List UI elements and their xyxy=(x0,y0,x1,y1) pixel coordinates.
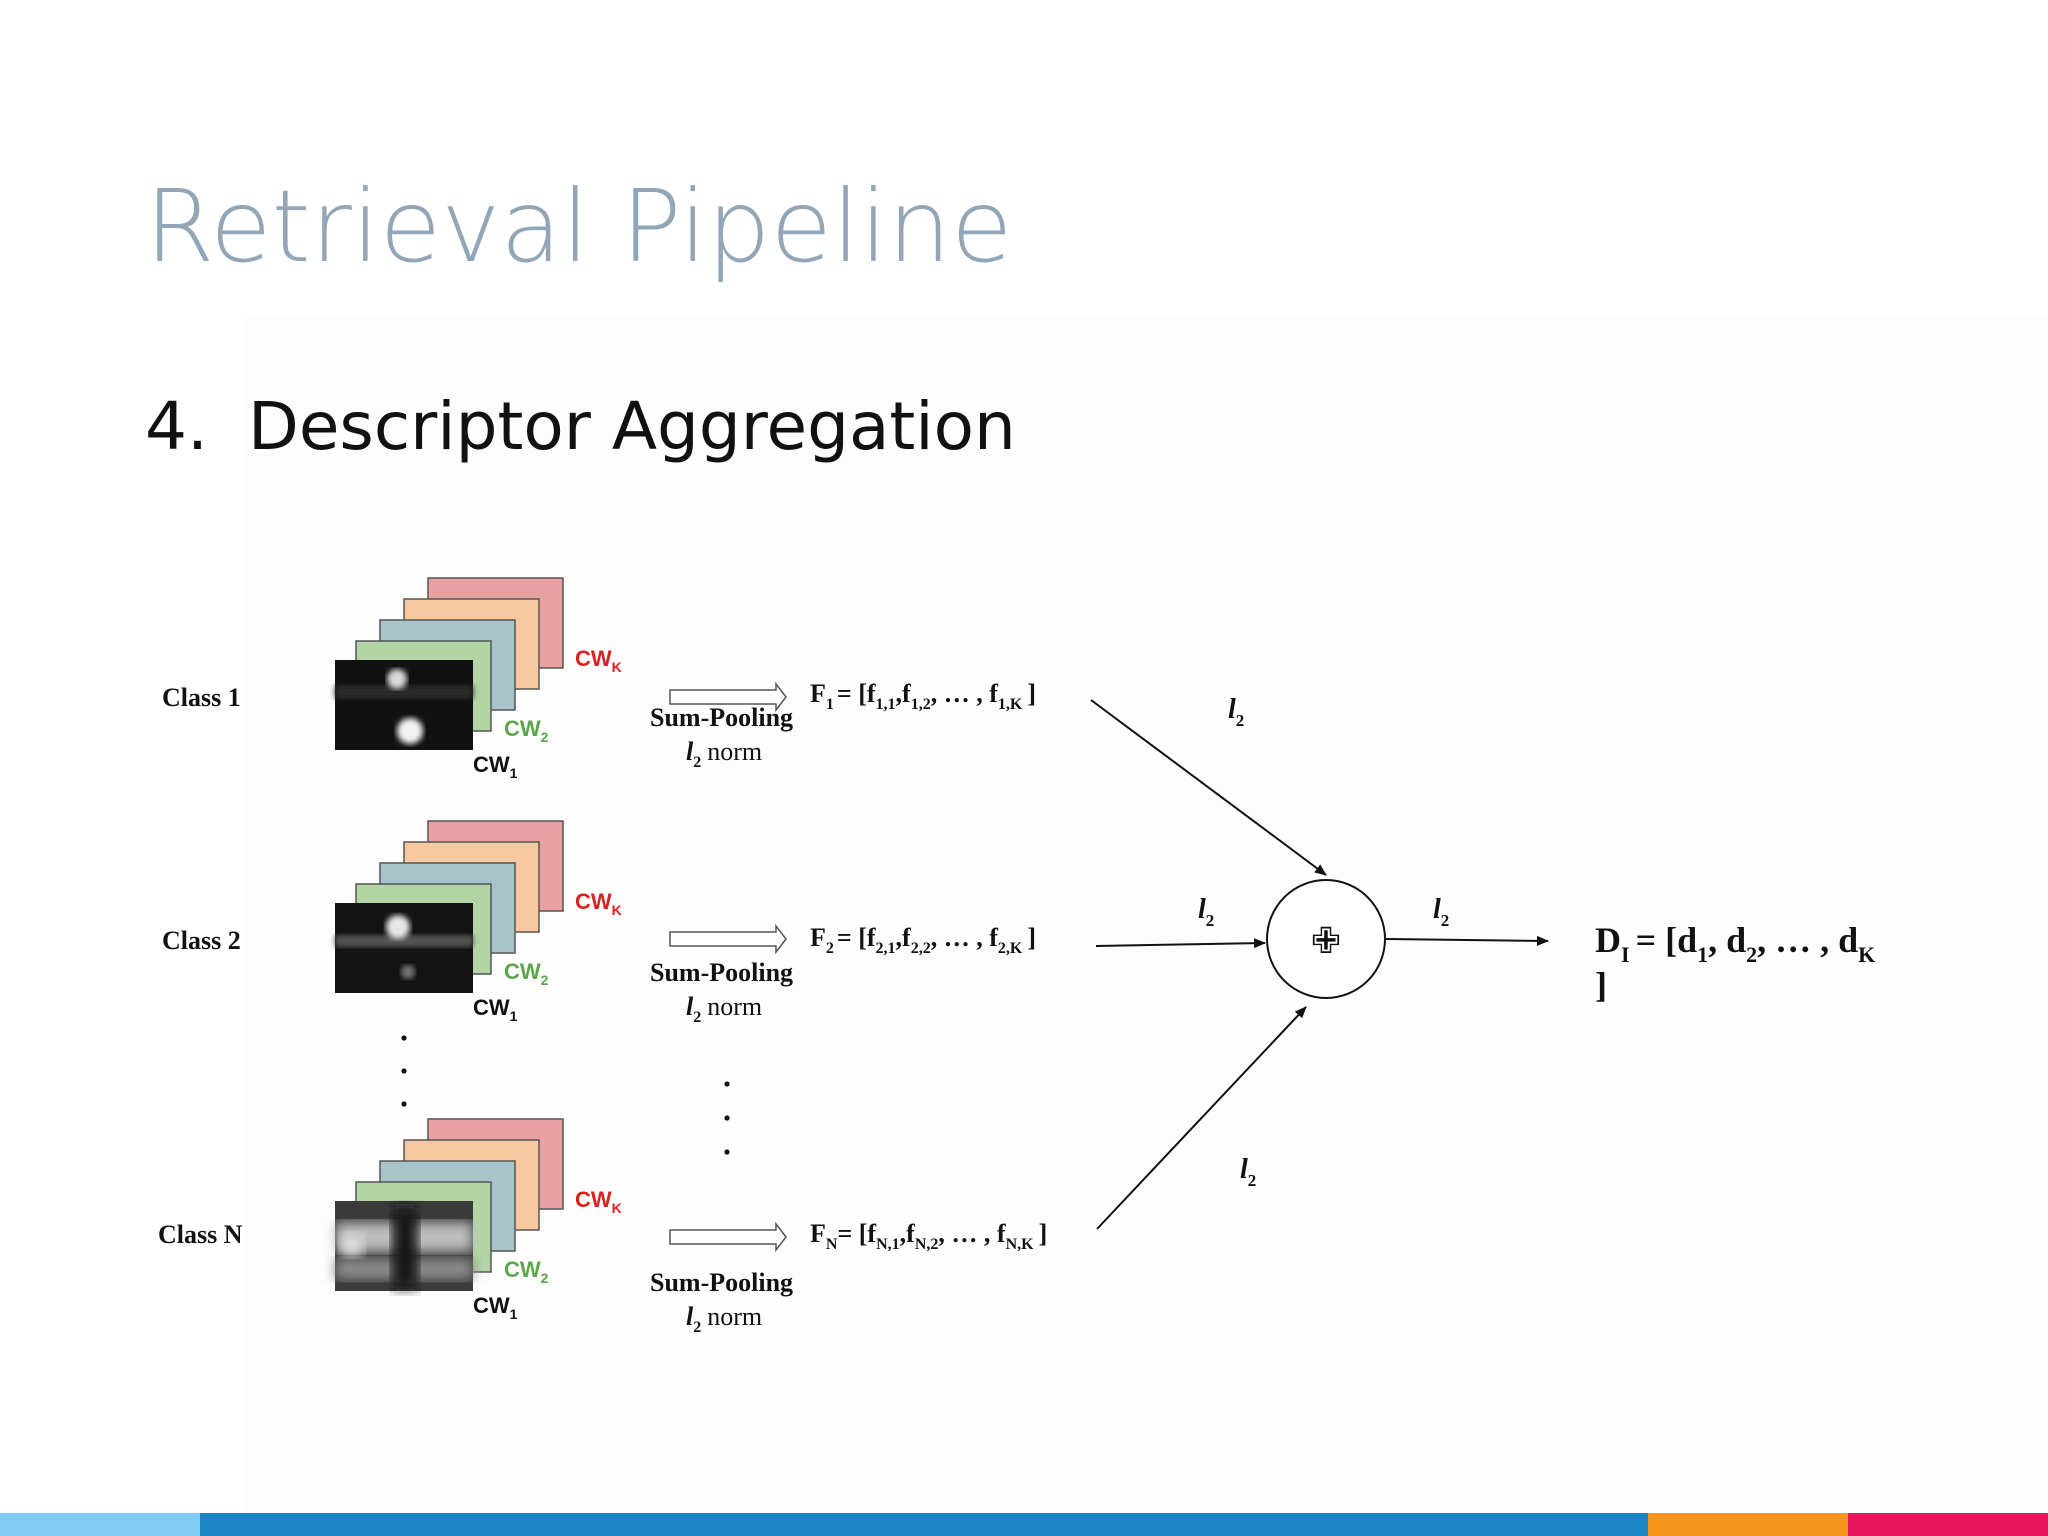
edge-rown-to-sum xyxy=(1096,1006,1307,1230)
cw-2-label: CW2 xyxy=(504,1257,549,1286)
cw-2-label: CW2 xyxy=(504,716,549,745)
vector-ellipsis xyxy=(724,1081,730,1155)
section-number: 4. xyxy=(145,388,208,465)
edge-l2-label: l2 xyxy=(1198,894,1214,930)
sum-node: ✙ xyxy=(1266,879,1386,999)
activation-map xyxy=(335,660,473,750)
activation-map xyxy=(335,1201,473,1291)
activation-map xyxy=(335,903,473,993)
sum-pooling-label: Sum-Pooling xyxy=(650,958,793,987)
footer-segment-pink xyxy=(1848,1513,2048,1536)
cw-1-label: CW1 xyxy=(473,752,518,781)
feature-map-stack xyxy=(335,577,564,750)
feature-map-stack xyxy=(335,820,564,993)
output-descriptor: DI= [d1, d2, … , dK ] xyxy=(1595,920,1875,1005)
edge-l2-label: l2 xyxy=(1433,894,1449,930)
feature-vector-fn: FN= [fN,1,fN,2, … , fN,K] xyxy=(810,1219,1047,1253)
feature-map-stack xyxy=(335,1118,564,1291)
cw-k-label: CWK xyxy=(575,646,622,675)
footer-segment-orange xyxy=(1648,1513,1848,1536)
cw-1-label: CW1 xyxy=(473,1293,518,1322)
output-descriptor-close: ] xyxy=(1595,965,1607,1005)
output-descriptor-line1: DI= [d1, d2, … , dK xyxy=(1595,920,1875,967)
class-label: Class 2 xyxy=(162,926,241,955)
edge-l2-label: l2 xyxy=(1228,694,1244,730)
feature-vector-f1: F1= [f1,1,f1,2, … , f1,K] xyxy=(810,679,1036,713)
cw-k-label: CWK xyxy=(575,1187,622,1216)
footer-segment-blue xyxy=(200,1513,1648,1536)
footer-color-bar xyxy=(0,1513,2048,1536)
diagram-panel xyxy=(245,315,2048,1513)
feature-vector-f2: F2= [f2,1,f2,2, … , f2,K] xyxy=(810,923,1036,957)
cw-1-label: CW1 xyxy=(473,995,518,1024)
edge-row2-to-sum xyxy=(1095,938,1266,949)
section-title: Descriptor Aggregation xyxy=(248,388,1016,465)
edge-l2-label: l2 xyxy=(1240,1154,1256,1190)
slide-title: Retrieval Pipeline xyxy=(145,168,1013,285)
cw-2-label: CW2 xyxy=(504,959,549,988)
class-ellipsis xyxy=(401,1035,407,1107)
class-label: Class N xyxy=(158,1220,243,1249)
sum-pooling-label: Sum-Pooling xyxy=(650,703,793,732)
pooling-arrow xyxy=(669,923,787,955)
cw-k-label: CWK xyxy=(575,889,622,918)
pooling-arrow xyxy=(669,681,787,713)
class-label: Class 1 xyxy=(162,683,241,712)
footer-segment-light-blue xyxy=(0,1513,200,1536)
pooling-arrow xyxy=(669,1221,787,1253)
plus-icon: ✙ xyxy=(1311,920,1341,961)
sum-pooling-label: Sum-Pooling xyxy=(650,1268,793,1297)
edge-sum-to-output xyxy=(1384,935,1549,946)
edge-row1-to-sum xyxy=(1090,699,1327,876)
